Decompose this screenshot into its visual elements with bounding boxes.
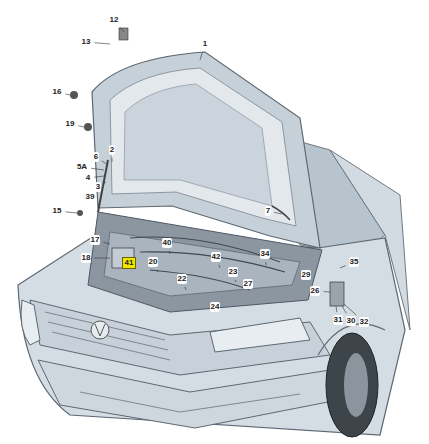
leader-line: [274, 212, 282, 214]
leader-line: [112, 158, 113, 162]
callout-number: 15: [52, 206, 63, 216]
hood-inner-panel: [110, 68, 296, 226]
rim: [344, 353, 368, 417]
bumper-line: [80, 392, 300, 412]
leader-line: [169, 251, 171, 254]
leader-line: [94, 43, 110, 44]
callout-number: 22: [177, 274, 188, 284]
callout-number: 41: [125, 258, 134, 267]
callout-number: 30: [346, 316, 357, 326]
leader-line: [91, 168, 104, 170]
wheel-arch: [318, 324, 385, 355]
hinge: [330, 282, 344, 306]
headlight: [210, 318, 310, 352]
wheel: [326, 333, 378, 437]
leader-line: [120, 27, 124, 32]
hood: [92, 52, 320, 248]
grommet: [84, 123, 92, 131]
headlight: [21, 300, 40, 345]
leader-line: [94, 176, 104, 177]
leader-line: [219, 265, 220, 268]
leader-line: [157, 270, 158, 272]
leader-line: [336, 306, 338, 312]
leader-line: [342, 306, 346, 313]
callout-number: 7: [265, 206, 271, 216]
leader-line: [235, 280, 237, 282]
highlighted-callout: 41: [122, 257, 137, 269]
leader-line: [340, 266, 346, 268]
leader-line: [104, 182, 106, 183]
cables: [130, 237, 285, 290]
callout-number: 27: [243, 279, 254, 289]
leader-line: [94, 258, 110, 259]
callout-number: 20: [148, 257, 159, 267]
callout-number: 18: [81, 253, 92, 263]
grommet: [70, 91, 78, 99]
callout-number: 42: [211, 252, 222, 262]
callout-number: 4: [85, 173, 91, 183]
callout-number: 35: [349, 257, 360, 267]
callout-number: 39: [85, 192, 96, 202]
callout-number: 2: [109, 145, 115, 155]
vw-logo: [91, 321, 109, 339]
callout-number: 16: [52, 87, 63, 97]
vw-logo: [95, 324, 105, 336]
buffer: [77, 210, 83, 216]
callout-number: 12: [109, 15, 120, 25]
leader-line: [185, 287, 186, 290]
engine-cover: [104, 232, 300, 296]
callout-number: 17: [90, 235, 101, 245]
callout-number: 24: [210, 302, 221, 312]
callout-number: 3: [95, 182, 101, 192]
leader-line: [103, 242, 110, 244]
callout-number: 29: [301, 270, 312, 280]
callout-number: 23: [228, 267, 239, 277]
grille-area: [30, 300, 330, 375]
grille-slats: [45, 312, 170, 360]
seal: [272, 206, 290, 220]
leader-line: [102, 161, 108, 165]
callout-number: 34: [260, 249, 271, 259]
callout-number: 31: [333, 315, 344, 325]
leader-line: [65, 212, 77, 213]
callout-number: 1: [202, 39, 208, 49]
callout-number: 32: [359, 317, 370, 327]
callout-number: 19: [65, 119, 76, 129]
leader-line: [323, 291, 330, 292]
leader-line: [98, 204, 100, 206]
callout-number: 5A: [76, 162, 88, 172]
leader-line: [249, 291, 250, 292]
leader-line: [344, 304, 356, 315]
bumper: [38, 360, 338, 428]
leader-line: [65, 94, 70, 95]
callout-number: 6: [93, 152, 99, 162]
hinge-part: [119, 28, 128, 40]
leader-line: [200, 52, 203, 60]
hood-insulation: [124, 84, 272, 206]
callout-number: 13: [81, 37, 92, 47]
callout-number: 26: [310, 286, 321, 296]
leader-line: [265, 262, 266, 265]
callout-number: 40: [162, 238, 173, 248]
leader-line: [78, 126, 84, 127]
